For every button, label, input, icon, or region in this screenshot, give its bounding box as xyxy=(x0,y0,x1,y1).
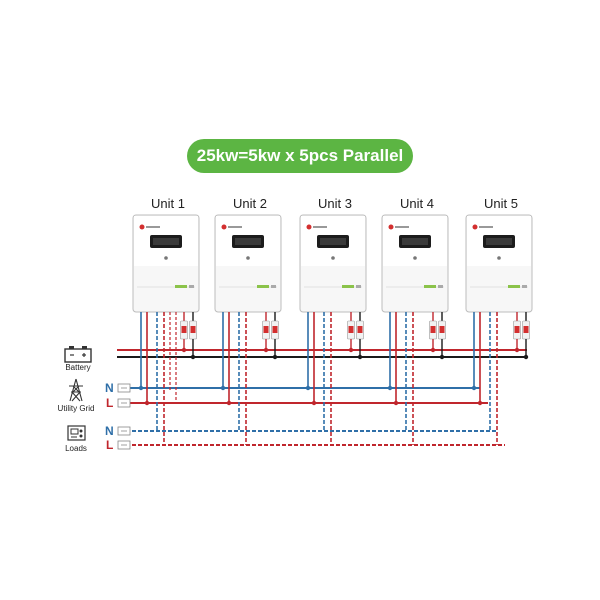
junction xyxy=(226,400,232,406)
panel-label xyxy=(257,285,269,288)
panel-label xyxy=(522,285,527,288)
lcd-screen xyxy=(235,238,261,245)
logo-mark xyxy=(139,224,145,230)
lcd-screen xyxy=(402,238,428,245)
unit-label-1: Unit 1 xyxy=(151,196,185,211)
utility-tower-icon xyxy=(69,378,83,402)
junction xyxy=(430,347,436,353)
junction xyxy=(138,385,144,391)
junction xyxy=(523,354,529,360)
breaker-switch xyxy=(514,326,520,333)
breaker-switch xyxy=(190,326,196,333)
logo-text xyxy=(146,226,160,228)
junction xyxy=(439,354,445,360)
unit-label-2: Unit 2 xyxy=(233,196,267,211)
panel-label xyxy=(356,285,361,288)
breaker-switch xyxy=(439,326,445,333)
lcd-screen xyxy=(486,238,512,245)
grid-neutral-letter: N xyxy=(105,381,114,395)
junction xyxy=(190,354,196,360)
unit-label-4: Unit 4 xyxy=(400,196,434,211)
status-led xyxy=(413,256,417,260)
panel-label xyxy=(342,285,354,288)
junction xyxy=(471,385,477,391)
unit-label-3: Unit 3 xyxy=(318,196,352,211)
breaker-switch xyxy=(263,326,269,333)
battery-label: Battery xyxy=(65,363,91,372)
junction xyxy=(181,347,187,353)
logo-text xyxy=(479,226,493,228)
unit-label-5: Unit 5 xyxy=(484,196,518,211)
loads-icon xyxy=(67,425,86,441)
panel-label xyxy=(424,285,436,288)
load-neutral-letter: N xyxy=(105,424,114,438)
status-led xyxy=(497,256,501,260)
load-live-letter: L xyxy=(106,438,114,452)
lcd-screen xyxy=(320,238,346,245)
status-led xyxy=(246,256,250,260)
breaker-switch xyxy=(357,326,363,333)
junction xyxy=(263,347,269,353)
junction xyxy=(514,347,520,353)
logo-text xyxy=(395,226,409,228)
logo-text xyxy=(313,226,327,228)
junction xyxy=(357,354,363,360)
breaker-switch xyxy=(181,326,187,333)
status-led xyxy=(164,256,168,260)
grid-live-letter: L xyxy=(106,396,114,410)
junction xyxy=(311,400,317,406)
diagram-title: 25kw=5kw x 5pcs Parallel xyxy=(187,139,413,173)
battery-icon xyxy=(64,346,92,363)
panel-label xyxy=(189,285,194,288)
panel-label xyxy=(271,285,276,288)
junction xyxy=(272,354,278,360)
breaker-switch xyxy=(430,326,436,333)
panel-label xyxy=(438,285,443,288)
lcd-screen xyxy=(153,238,179,245)
logo-mark xyxy=(221,224,227,230)
junction xyxy=(305,385,311,391)
breaker-switch xyxy=(348,326,354,333)
logo-mark xyxy=(306,224,312,230)
junction xyxy=(387,385,393,391)
panel-label xyxy=(175,285,187,288)
utility-grid-label: Utility Grid xyxy=(57,404,95,413)
loads-label: Loads xyxy=(65,444,87,453)
junction xyxy=(393,400,399,406)
junction xyxy=(348,347,354,353)
status-led xyxy=(331,256,335,260)
breaker-switch xyxy=(523,326,529,333)
logo-mark xyxy=(388,224,394,230)
junction xyxy=(477,400,483,406)
logo-text xyxy=(228,226,242,228)
breaker-switch xyxy=(272,326,278,333)
panel-label xyxy=(508,285,520,288)
junction xyxy=(220,385,226,391)
logo-mark xyxy=(472,224,478,230)
junction xyxy=(144,400,150,406)
